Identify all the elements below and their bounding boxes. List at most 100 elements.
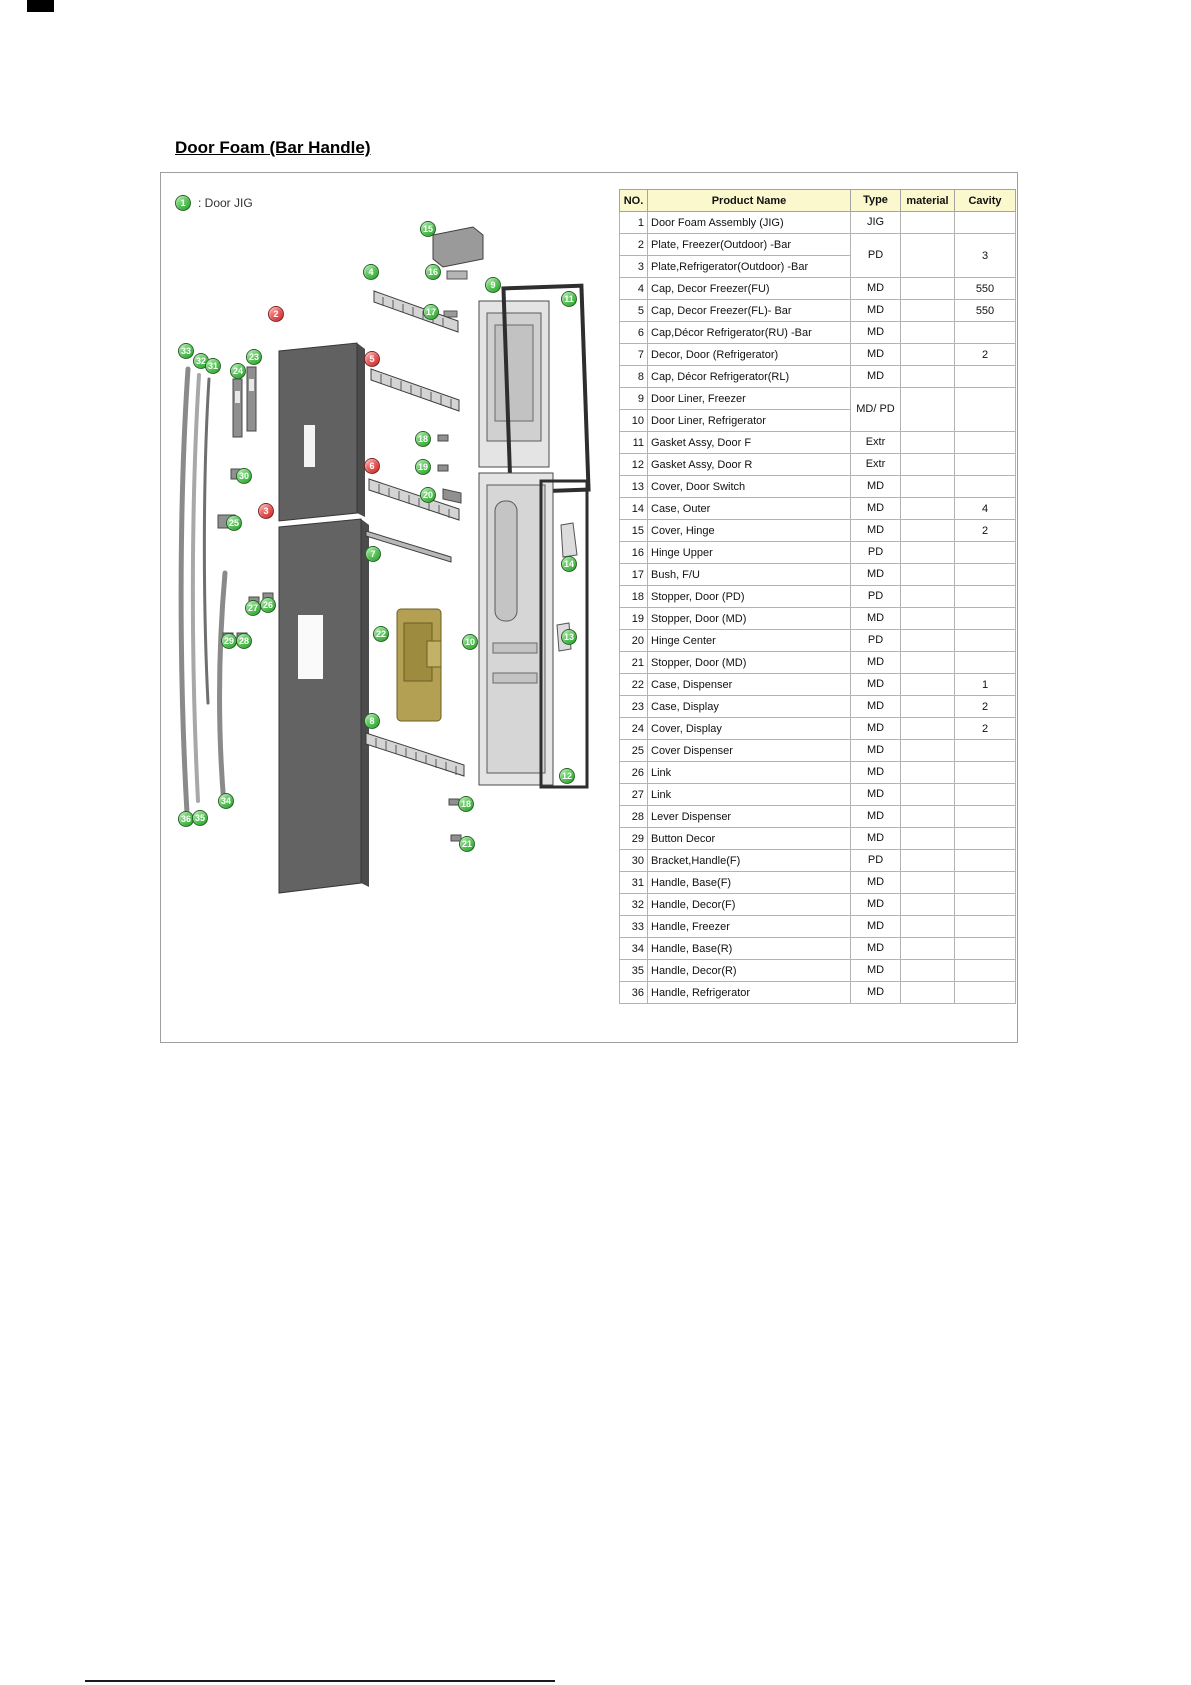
callout-12: 12 bbox=[559, 768, 575, 784]
handle-refrigerator-strip bbox=[217, 570, 228, 808]
cell-cavity bbox=[954, 321, 1016, 344]
cell-material bbox=[900, 343, 955, 366]
cell-cavity bbox=[954, 387, 1016, 432]
cell-material bbox=[900, 563, 955, 586]
cell-name: Case, Outer bbox=[647, 497, 851, 520]
callout-15: 15 bbox=[420, 221, 436, 237]
cell-no: 22 bbox=[619, 673, 648, 696]
callout-8: 8 bbox=[364, 713, 380, 729]
cell-type: MD bbox=[850, 607, 901, 630]
cell-type: MD bbox=[850, 673, 901, 696]
freezer-door-panel bbox=[278, 342, 365, 522]
cell-cavity bbox=[954, 959, 1016, 982]
cell-type: MD bbox=[850, 805, 901, 828]
legend-marker: 1 bbox=[175, 195, 191, 211]
cell-cavity bbox=[954, 453, 1016, 476]
cell-name: Cap,Décor Refrigerator(RU) -Bar bbox=[647, 321, 851, 344]
column-header-no: NO. bbox=[619, 189, 648, 212]
cell-type: MD bbox=[850, 365, 901, 388]
cap-decor-rails bbox=[365, 290, 465, 777]
legend-label: : Door JIG bbox=[198, 196, 253, 210]
cell-type: MD bbox=[850, 497, 901, 520]
cell-type: MD bbox=[850, 519, 901, 542]
cell-name: Handle, Freezer bbox=[647, 915, 851, 938]
cell-name: Plate, Freezer(Outdoor) -Bar bbox=[647, 233, 851, 256]
cell-no: 36 bbox=[619, 981, 648, 1004]
gasket-door-refrigerator bbox=[539, 479, 589, 789]
cell-name: Cap, Décor Refrigerator(RL) bbox=[647, 365, 851, 388]
cell-no: 32 bbox=[619, 893, 648, 916]
callout-5: 5 bbox=[364, 351, 380, 367]
cell-cavity bbox=[954, 607, 1016, 630]
callout-3: 3 bbox=[258, 503, 274, 519]
cell-type: MD bbox=[850, 893, 901, 916]
cell-cavity: 1 bbox=[954, 673, 1016, 696]
cell-no: 28 bbox=[619, 805, 648, 828]
cell-no: 1 bbox=[619, 211, 648, 234]
cell-type: MD bbox=[850, 761, 901, 784]
cell-no: 15 bbox=[619, 519, 648, 542]
cell-cavity bbox=[954, 211, 1016, 234]
cell-type: PD bbox=[850, 849, 901, 872]
exploded-diagram bbox=[178, 226, 591, 894]
cell-cavity: 2 bbox=[954, 519, 1016, 542]
cell-material bbox=[900, 937, 955, 960]
cell-material bbox=[900, 695, 955, 718]
cell-material bbox=[900, 893, 955, 916]
cell-type: MD bbox=[850, 783, 901, 806]
cell-cavity: 2 bbox=[954, 717, 1016, 740]
cell-name: Handle, Decor(F) bbox=[647, 893, 851, 916]
cell-type: Extr bbox=[850, 431, 901, 454]
column-header-name: Product Name bbox=[647, 189, 851, 212]
callout-18: 18 bbox=[415, 431, 431, 447]
cell-name: Hinge Upper bbox=[647, 541, 851, 564]
cell-name: Cover, Display bbox=[647, 717, 851, 740]
cell-cavity bbox=[954, 431, 1016, 454]
callout-4: 4 bbox=[363, 264, 379, 280]
cell-cavity bbox=[954, 783, 1016, 806]
cell-no: 16 bbox=[619, 541, 648, 564]
callout-16: 16 bbox=[425, 264, 441, 280]
cell-no: 13 bbox=[619, 475, 648, 498]
cell-no: 33 bbox=[619, 915, 648, 938]
callout-25: 25 bbox=[226, 515, 242, 531]
cell-name: Door Foam Assembly (JIG) bbox=[647, 211, 851, 234]
cell-material bbox=[900, 233, 955, 278]
cell-no: 23 bbox=[619, 695, 648, 718]
callout-35: 35 bbox=[192, 810, 208, 826]
cell-material bbox=[900, 629, 955, 652]
cell-name: Plate,Refrigerator(Outdoor) -Bar bbox=[647, 255, 851, 278]
cell-material bbox=[900, 607, 955, 630]
cell-type: MD bbox=[850, 827, 901, 850]
column-header-cavity: Cavity bbox=[954, 189, 1016, 212]
cell-cavity: 550 bbox=[954, 277, 1016, 300]
case-display-parts bbox=[232, 366, 257, 438]
cell-no: 26 bbox=[619, 761, 648, 784]
cell-material bbox=[900, 299, 955, 322]
cell-type: MD bbox=[850, 981, 901, 1004]
column-header-type: Type bbox=[850, 189, 901, 212]
cell-type: Extr bbox=[850, 453, 901, 476]
cell-cavity bbox=[954, 849, 1016, 872]
cell-type: MD bbox=[850, 475, 901, 498]
callout-21: 21 bbox=[459, 836, 475, 852]
cell-no: 4 bbox=[619, 277, 648, 300]
cell-cavity: 4 bbox=[954, 497, 1016, 520]
cell-type: PD bbox=[850, 585, 901, 608]
cell-material bbox=[900, 827, 955, 850]
